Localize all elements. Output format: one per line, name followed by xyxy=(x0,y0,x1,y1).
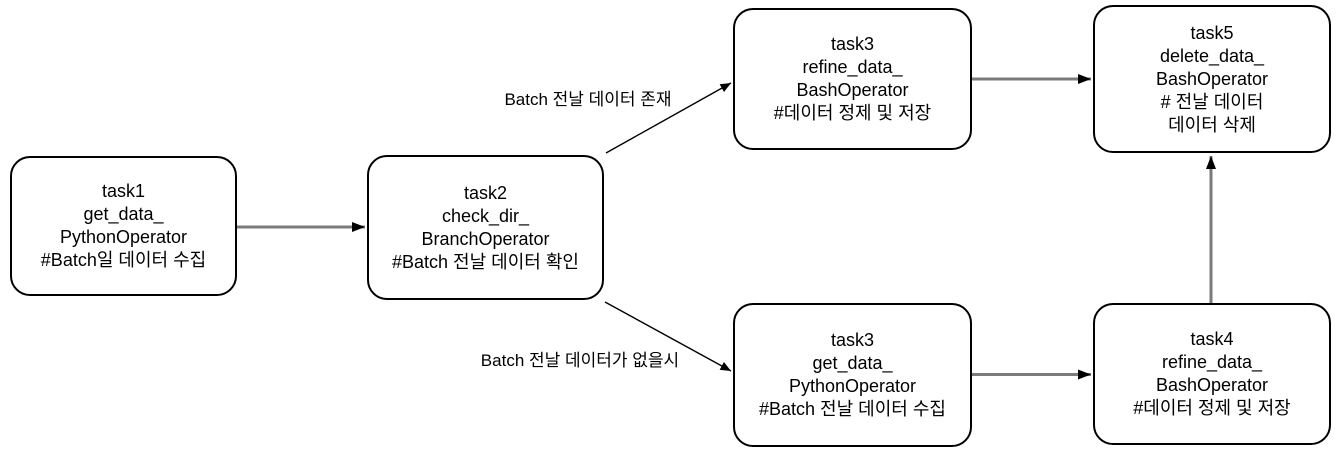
node-task4-title: task4 xyxy=(1190,329,1234,349)
connector-task2-task3top xyxy=(605,82,732,154)
node-task3-top-operator: BashOperator xyxy=(796,80,909,100)
node-task4: task4 refine_data_ BashOperator #데이터 정제 … xyxy=(1093,303,1331,445)
node-task4-comment: #데이터 정제 및 저장 xyxy=(1133,398,1291,418)
node-task5: task5 delete_data_ BashOperator # 전날 데이터… xyxy=(1093,5,1331,153)
node-task3-top-comment: #데이터 정제 및 저장 xyxy=(773,103,932,123)
node-task5-comment-2: 데이터 삭제 xyxy=(1168,114,1256,135)
node-task3-bottom-title: task3 xyxy=(830,330,875,350)
node-task5-taskid: delete_data_ xyxy=(1159,45,1265,66)
node-task2-taskid: check_dir_ xyxy=(441,205,530,226)
node-task3-top: task3 refine_data_ BashOperator #데이터 정제 … xyxy=(733,8,972,150)
node-task5-comment-1: # 전날 데이터 xyxy=(1160,91,1264,112)
node-task1-taskid: get_data_ xyxy=(83,204,164,224)
node-task1: task1 get_data_ PythonOperator #Batch일 데… xyxy=(10,156,237,296)
node-task4-operator: BashOperator xyxy=(1155,375,1269,395)
node-task4-taskid: refine_data_ xyxy=(1161,352,1263,372)
node-task3-bottom-taskid: get_data_ xyxy=(812,353,893,373)
node-task2-comment: #Batch 전날 데이터 확인 xyxy=(392,251,579,272)
node-task3-top-taskid: refine_data_ xyxy=(802,57,903,77)
node-task5-operator: BashOperator xyxy=(1155,68,1269,89)
node-task3-top-title: task3 xyxy=(830,34,875,54)
node-task1-operator: PythonOperator xyxy=(59,227,188,247)
node-task2-operator: BranchOperator xyxy=(421,228,550,249)
node-task5-title: task5 xyxy=(1190,22,1234,43)
node-task3-bottom-operator: PythonOperator xyxy=(788,376,917,396)
connector-task2-task3bottom xyxy=(604,301,732,372)
edge-label-data-missing: Batch 전날 데이터가 없을시 xyxy=(480,351,680,370)
edge-label-data-exists: Batch 전날 데이터 존재 xyxy=(504,90,672,109)
node-task2-title: task2 xyxy=(463,182,508,203)
node-task3-bottom-comment: #Batch 전날 데이터 수집 xyxy=(759,399,946,419)
node-task2: task2 check_dir_ BranchOperator #Batch 전… xyxy=(367,155,604,300)
node-task3-bottom: task3 get_data_ PythonOperator #Batch 전날… xyxy=(733,303,972,447)
node-task1-title: task1 xyxy=(101,181,146,201)
node-task1-comment: #Batch일 데이터 수집 xyxy=(40,250,207,270)
